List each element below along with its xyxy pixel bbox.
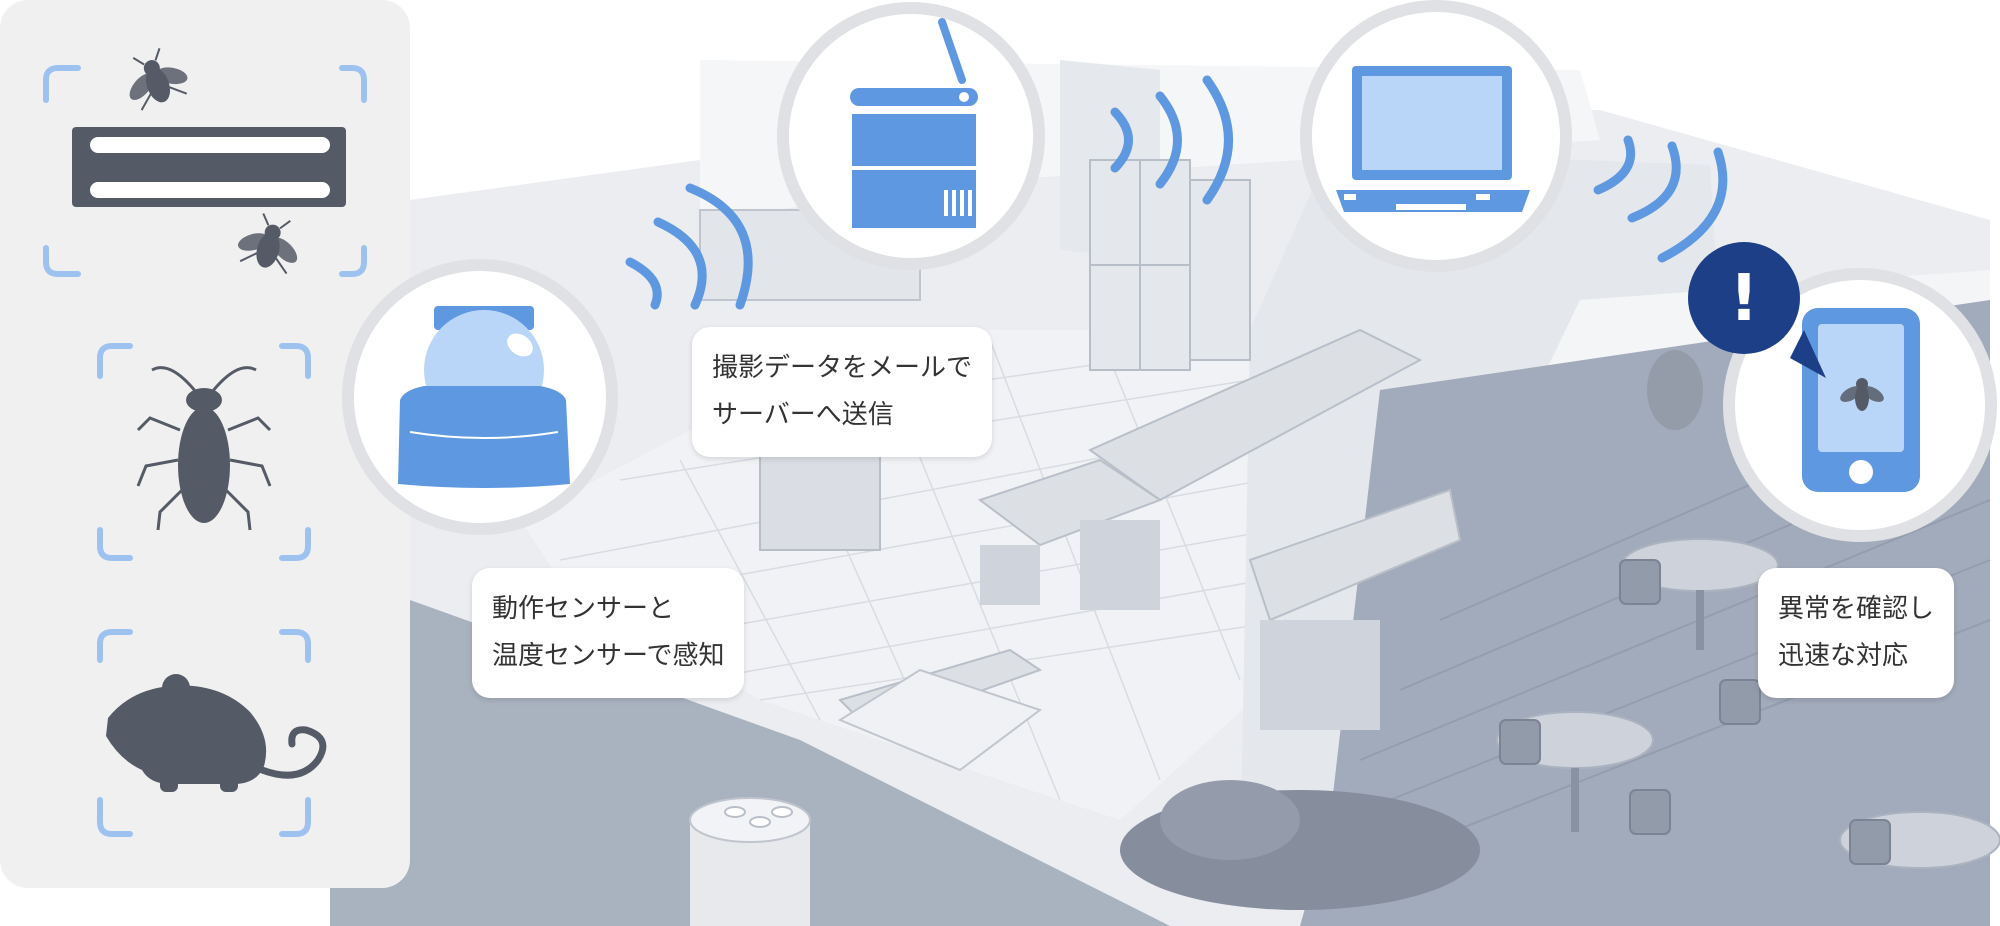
sensor-caption: 動作センサーと 温度センサーで感知 <box>472 568 745 698</box>
capture-caption: 撮影データをメールで サーバーへ送信 <box>692 327 993 457</box>
wifi-signal-icon <box>1110 75 1233 205</box>
fly-trap-icon <box>72 127 346 207</box>
fly-trap-frame <box>43 65 367 277</box>
laptop-icon <box>1336 66 1530 212</box>
fly-icon <box>1840 378 1884 411</box>
mouse-frame <box>97 629 311 837</box>
capture-caption-line2: サーバーへ送信 <box>712 400 894 430</box>
cockroach-frame <box>97 343 311 561</box>
fly-icon <box>237 213 298 275</box>
fly-icon <box>129 47 188 111</box>
confirm-caption-line2: 迅速な対応 <box>1778 641 1909 671</box>
wifi-signal-icon <box>1593 135 1728 263</box>
confirm-caption: 異常を確認し 迅速な対応 <box>1758 568 1955 698</box>
wifi-signal-icon <box>625 183 753 310</box>
cockroach-icon <box>136 366 272 531</box>
dome-sensor-icon <box>398 306 570 488</box>
capture-caption-line1: 撮影データをメールで <box>712 353 973 383</box>
sensor-caption-line2: 温度センサーで感知 <box>492 641 725 671</box>
server-router-icon <box>850 18 978 228</box>
mouse-icon <box>106 674 327 792</box>
alert-icon: ! <box>1688 242 1826 378</box>
alert-mark: ! <box>1729 262 1758 336</box>
sensor-caption-line1: 動作センサーと <box>492 594 675 624</box>
confirm-caption-line1: 異常を確認し <box>1778 594 1935 624</box>
